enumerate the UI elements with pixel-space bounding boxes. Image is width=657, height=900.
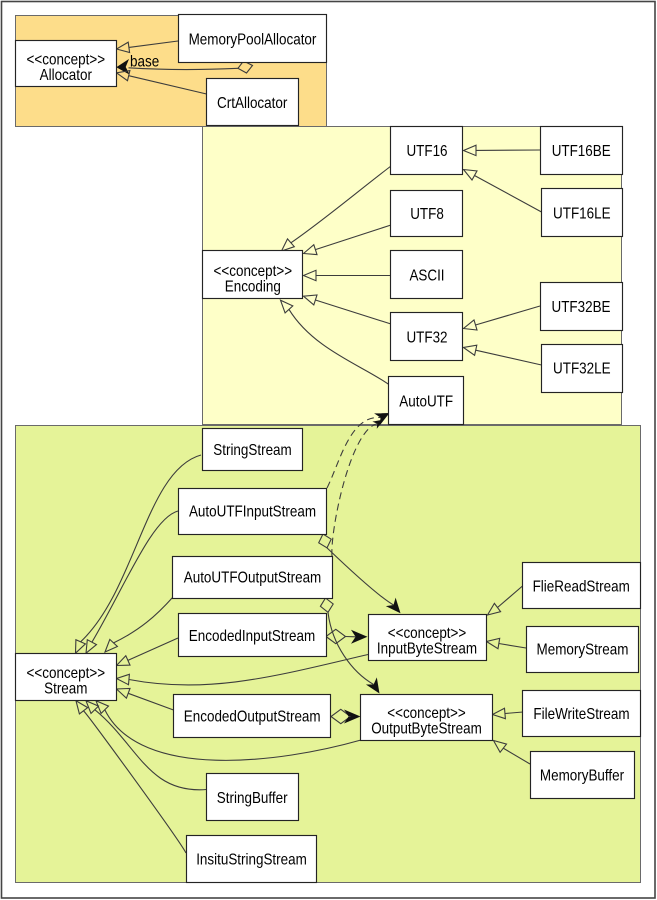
svg-text:<<concept>>: <<concept>> — [388, 625, 467, 642]
svg-text:CrtAllocator: CrtAllocator — [217, 95, 288, 112]
svg-text:UTF32LE: UTF32LE — [553, 361, 611, 378]
svg-text:EncodedInputStream: EncodedInputStream — [189, 628, 315, 645]
svg-text:ASCII: ASCII — [409, 268, 444, 285]
svg-text:<<concept>>: <<concept>> — [27, 51, 106, 68]
svg-text:InputByteStream: InputByteStream — [377, 640, 477, 657]
svg-text:UTF16BE: UTF16BE — [552, 143, 611, 160]
svg-text:AutoUTFOutputStream: AutoUTFOutputStream — [184, 570, 322, 587]
svg-text:AutoUTF: AutoUTF — [399, 393, 453, 410]
svg-text:EncodedOutputStream: EncodedOutputStream — [184, 708, 321, 725]
svg-text:FlieReadStream: FlieReadStream — [533, 578, 630, 595]
svg-text:UTF32: UTF32 — [406, 330, 447, 347]
svg-text:Stream: Stream — [44, 680, 87, 697]
svg-text:StringStream: StringStream — [213, 442, 292, 459]
svg-text:UTF8: UTF8 — [410, 206, 444, 223]
svg-text:UTF32BE: UTF32BE — [552, 299, 611, 316]
svg-text:MemoryBuffer: MemoryBuffer — [540, 767, 625, 784]
svg-text:<<concept>>: <<concept>> — [27, 665, 106, 682]
svg-text:<<concept>>: <<concept>> — [387, 705, 466, 722]
svg-text:Encoding: Encoding — [225, 278, 281, 295]
svg-text:AutoUTFInputStream: AutoUTFInputStream — [189, 504, 316, 521]
svg-text:<<concept>>: <<concept>> — [214, 263, 293, 280]
svg-text:FileWriteStream: FileWriteStream — [533, 706, 629, 723]
svg-text:OutputByteStream: OutputByteStream — [371, 720, 482, 737]
svg-text:base: base — [130, 54, 159, 71]
svg-text:Allocator: Allocator — [40, 67, 93, 84]
svg-text:MemoryPoolAllocator: MemoryPoolAllocator — [189, 32, 317, 49]
svg-text:StringBuffer: StringBuffer — [217, 790, 288, 807]
svg-text:MemoryStream: MemoryStream — [537, 642, 629, 659]
svg-text:InsituStringStream: InsituStringStream — [196, 851, 307, 868]
svg-text:UTF16LE: UTF16LE — [553, 206, 611, 223]
svg-text:UTF16: UTF16 — [406, 143, 447, 160]
